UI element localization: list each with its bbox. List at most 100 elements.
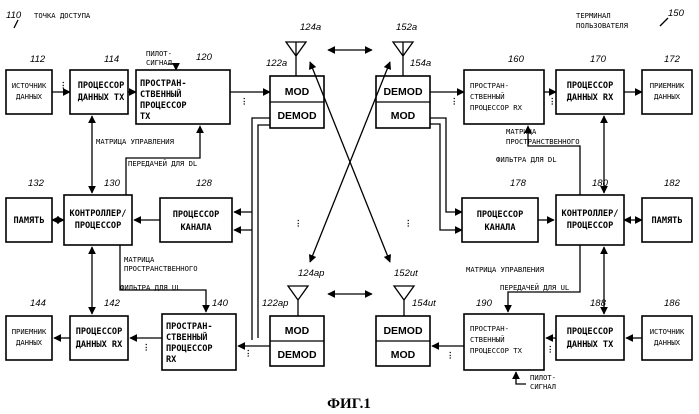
svg-text:DEMOD: DEMOD [277,110,317,122]
svg-text:178: 178 [510,178,527,189]
svg-text:СТВЕННЫЙ: СТВЕННЫЙ [470,335,505,344]
data-source-112: ИСТОЧНИК ДАННЫХ 112 [6,54,52,114]
svg-text:КАНАЛА: КАНАЛА [484,223,516,233]
svg-text:ФИЛЬТРА ДЛЯ UL: ФИЛЬТРА ДЛЯ UL [120,283,181,292]
svg-text:ПЕРЕДАЧЕЙ ДЛЯ DL: ПЕРЕДАЧЕЙ ДЛЯ DL [128,159,197,168]
svg-text:152a: 152a [396,22,417,33]
svg-text:⋮: ⋮ [446,350,455,361]
svg-text:112: 112 [30,54,46,65]
svg-text:ПРОЦЕССОР RX: ПРОЦЕССОР RX [470,103,523,112]
svg-text:ДАННЫХ: ДАННЫХ [16,338,43,347]
svg-text:150: 150 [668,8,685,19]
svg-text:ПРИЕМНИК: ПРИЕМНИК [650,81,685,90]
rx-data-processor-142: ПРОЦЕССОР ДАННЫХ RX 142 [70,298,128,360]
svg-text:⋮: ⋮ [244,348,253,359]
svg-text:ДАННЫХ: ДАННЫХ [654,338,681,347]
svg-text:ПРОЦЕССОР: ПРОЦЕССОР [76,327,123,337]
svg-text:110: 110 [6,10,22,21]
svg-text:ТЕРМИНАЛ: ТЕРМИНАЛ [576,11,611,20]
svg-text:⋮: ⋮ [546,344,555,355]
svg-text:ПРОСТРАН-: ПРОСТРАН- [166,322,213,332]
rx-spatial-processor-160: ПРОСТРАН- СТВЕННЫЙ ПРОЦЕССОР RX 160 [464,54,544,124]
svg-text:ПРОЦЕССОР: ПРОЦЕССОР [173,210,220,220]
channel-processor-178: ПРОЦЕССОР КАНАЛА 178 [462,178,538,242]
svg-text:186: 186 [664,298,681,309]
svg-text:СИГНАЛ: СИГНАЛ [530,382,556,391]
svg-text:128: 128 [196,178,213,189]
svg-text:КОНТРОЛЛЕР/: КОНТРОЛЛЕР/ [70,209,127,219]
svg-text:190: 190 [476,298,493,309]
svg-text:130: 130 [104,178,121,189]
svg-text:TX: TX [140,112,151,122]
svg-text:СИГНАЛ: СИГНАЛ [146,58,172,67]
svg-text:ПРОЦЕССОР: ПРОЦЕССОР [567,221,614,231]
svg-text:ПРОЦЕССОР: ПРОЦЕССОР [166,344,213,354]
figure-caption: ФИГ.1 [327,396,371,412]
svg-text:120: 120 [196,52,213,63]
svg-text:180: 180 [592,178,609,189]
svg-text:DEMOD: DEMOD [277,349,317,361]
svg-text:160: 160 [508,54,525,65]
svg-text:ПОЛЬЗОВАТЕЛЯ: ПОЛЬЗОВАТЕЛЯ [576,21,628,30]
svg-text:ПРОЦЕССОР: ПРОЦЕССОР [140,101,187,111]
svg-text:122a: 122a [266,58,287,69]
svg-text:140: 140 [212,298,229,309]
svg-text:170: 170 [590,54,607,65]
data-source-186: ИСТОЧНИК ДАННЫХ 186 [642,298,692,360]
svg-text:ПРОЦЕССОР: ПРОЦЕССОР [78,81,125,91]
svg-text:ПРОСТРАНСТВЕННОГО: ПРОСТРАНСТВЕННОГО [124,264,198,273]
svg-text:122ap: 122ap [262,298,288,309]
svg-text:144: 144 [30,298,46,309]
svg-text:МАТРИЦА УПРАВЛЕНИЯ: МАТРИЦА УПРАВЛЕНИЯ [466,265,544,274]
svg-text:ПРОСТРАН-: ПРОСТРАН- [140,79,187,89]
svg-text:DEMOD: DEMOD [383,86,423,98]
tx-data-processor-188: ПРОЦЕССОР ДАННЫХ TX 188 [556,298,624,360]
svg-text:ПРОЦЕССОР: ПРОЦЕССОР [567,81,614,91]
svg-text:ПРОСТРАН-: ПРОСТРАН- [470,81,509,90]
svg-text:МАТРИЦА УПРАВЛЕНИЯ: МАТРИЦА УПРАВЛЕНИЯ [96,137,174,146]
access-point-title: 110 ТОЧКА ДОСТУПА [6,10,91,28]
svg-text:ПИЛОТ-: ПИЛОТ- [146,49,172,58]
svg-text:СТВЕННЫЙ: СТВЕННЫЙ [470,92,505,101]
modem-122ap: MOD DEMOD 122ap [262,298,324,366]
tx-spatial-processor-190: ПРОСТРАН- СТВЕННЫЙ ПРОЦЕССОР TX 190 [464,298,544,370]
memory-132: ПАМЯТЬ 132 [6,178,52,242]
data-sink-144: ПРИЕМНИК ДАННЫХ 144 [6,298,52,360]
svg-text:MOD: MOD [391,110,416,122]
svg-text:ПРОЦЕССОР: ПРОЦЕССОР [567,327,614,337]
svg-text:СТВЕННЫЙ: СТВЕННЫЙ [166,331,207,343]
svg-text:ПЕРЕДАЧЕЙ ДЛЯ UL: ПЕРЕДАЧЕЙ ДЛЯ UL [500,283,569,292]
svg-text:ПРИЕМНИК: ПРИЕМНИК [12,327,47,336]
svg-text:⋮: ⋮ [404,218,413,229]
svg-text:ДАННЫХ TX: ДАННЫХ TX [78,93,125,103]
svg-text:152ut: 152ut [394,268,418,279]
svg-text:⋮: ⋮ [548,96,557,107]
svg-text:RX: RX [166,355,177,365]
channel-processor-128: ПРОЦЕССОР КАНАЛА 128 [160,178,232,242]
tx-data-processor-114: ПРОЦЕССОР ДАННЫХ TX 114 [70,54,128,114]
svg-text:ПАМЯТЬ: ПАМЯТЬ [13,216,44,226]
data-sink-172: ПРИЕМНИК ДАННЫХ 172 [642,54,692,114]
svg-text:154a: 154a [410,58,431,69]
modem-154ut: DEMOD MOD 154ut [376,298,436,366]
svg-text:ПРОЦЕССОР TX: ПРОЦЕССОР TX [470,346,523,355]
svg-text:ПРОСТРАН-: ПРОСТРАН- [470,324,509,333]
svg-text:154ut: 154ut [412,298,436,309]
svg-text:ДАННЫХ: ДАННЫХ [16,92,43,101]
memory-182: ПАМЯТЬ 182 [642,178,692,242]
svg-text:ДАННЫХ RX: ДАННЫХ RX [76,340,123,350]
svg-text:MOD: MOD [285,86,310,98]
svg-text:172: 172 [664,54,681,65]
controller-processor-180: КОНТРОЛЛЕР/ ПРОЦЕССОР 180 [556,178,624,245]
antenna-124ap: 124ap [288,268,324,316]
svg-text:ПАМЯТЬ: ПАМЯТЬ [651,216,682,226]
svg-text:ПИЛОТ-: ПИЛОТ- [530,373,556,382]
modem-122a: MOD DEMOD 122a [266,58,324,128]
svg-text:124ap: 124ap [298,268,324,279]
svg-text:ПРОЦЕССОР: ПРОЦЕССОР [477,210,524,220]
svg-text:КОНТРОЛЛЕР/: КОНТРОЛЛЕР/ [562,209,619,219]
antenna-124a: 124a [286,22,321,76]
svg-text:ПРОЦЕССОР: ПРОЦЕССОР [75,221,122,231]
rx-spatial-processor-140: ПРОСТРАН- СТВЕННЫЙ ПРОЦЕССОР RX 140 [162,298,236,370]
